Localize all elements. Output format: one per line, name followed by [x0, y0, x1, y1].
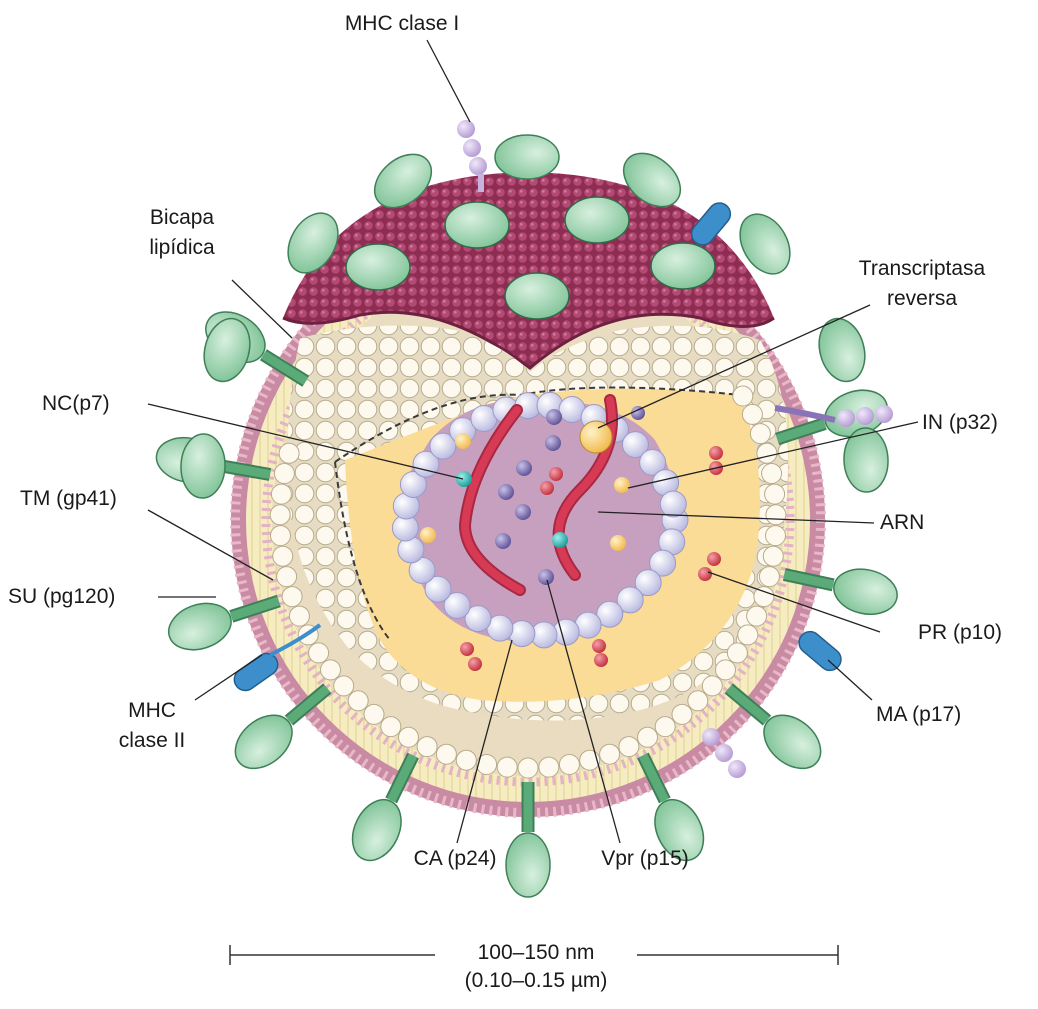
label-mhc-class-ii-line1: MHC: [102, 698, 202, 724]
matrix-bead: [417, 737, 437, 757]
matrix-bead: [518, 758, 538, 778]
matrix-bead: [766, 526, 786, 546]
su-knob: [812, 313, 871, 386]
label-vpr: Vpr (p15): [570, 846, 720, 872]
matrix-bead: [277, 567, 297, 587]
matrix-bead: [273, 546, 293, 566]
label-reverse-transcriptase-line2: reversa: [832, 286, 1012, 312]
matrix-bead: [638, 727, 658, 747]
capsid-bead: [660, 491, 686, 517]
matrix-bead: [600, 744, 620, 764]
label-reverse-transcriptase-line1: Transcriptasa: [832, 256, 1012, 282]
matrix-bead: [279, 443, 299, 463]
matrix-bead: [289, 606, 309, 626]
matrix-bead: [702, 676, 722, 696]
matrix-bead: [716, 660, 736, 680]
matrix-bead: [742, 404, 762, 424]
matrix-bead: [738, 625, 758, 645]
matrix-bead: [399, 727, 419, 747]
matrix-bead: [733, 386, 753, 406]
matrix-bead: [759, 567, 779, 587]
matrix-bead: [271, 484, 291, 504]
matrix-bead: [763, 546, 783, 566]
su-knob: [495, 135, 559, 179]
matrix-bead: [727, 643, 747, 663]
label-pr: PR (p10): [918, 620, 1002, 646]
label-in: IN (p32): [922, 410, 998, 436]
matrix-bead: [655, 717, 675, 737]
matrix-bead: [688, 691, 708, 711]
label-ma: MA (p17): [876, 702, 961, 728]
matrix-bead: [309, 643, 329, 663]
label-mhc-class-i: MHC clase I: [312, 11, 492, 37]
matrix-bead: [381, 717, 401, 737]
matrix-bead: [271, 526, 291, 546]
matrix-bead: [559, 755, 579, 775]
label-tm: TM (gp41): [20, 486, 117, 512]
matrix-bead: [497, 757, 517, 777]
matrix-bead: [765, 484, 785, 504]
matrix-bead: [750, 424, 770, 444]
matrix-bead: [348, 691, 368, 711]
su-knob: [163, 596, 237, 658]
label-lipid-bilayer-line2: lipídica: [126, 235, 238, 261]
su-knob-on-envelope: [445, 202, 509, 248]
matrix-bead: [762, 464, 782, 484]
matrix-bead: [619, 737, 639, 757]
scale-label-nm: 100–150 nm: [434, 940, 638, 966]
su-knob-on-envelope: [505, 273, 569, 319]
label-mhc-class-ii-line2: clase II: [102, 728, 202, 754]
scale-label-um: (0.10–0.15 µm): [434, 968, 638, 994]
matrix-bead: [757, 443, 777, 463]
label-arn: ARN: [880, 510, 924, 536]
matrix-bead: [282, 587, 302, 607]
su-knob: [830, 564, 902, 620]
matrix-bead: [334, 676, 354, 696]
matrix-bead: [364, 704, 384, 724]
su-knob-on-envelope: [651, 243, 715, 289]
label-nc: NC(p7): [42, 391, 110, 417]
matrix-bead: [321, 660, 341, 680]
label-su: SU (pg120): [8, 584, 115, 610]
matrix-bead: [274, 464, 294, 484]
su-knob-on-envelope: [346, 244, 410, 290]
matrix-bead: [672, 704, 692, 724]
matrix-bead: [270, 505, 290, 525]
matrix-bead: [436, 744, 456, 764]
label-ca: CA (p24): [380, 846, 530, 872]
matrix-bead: [747, 606, 767, 626]
matrix-bead: [539, 757, 559, 777]
matrix-bead: [766, 505, 786, 525]
su-knob-on-envelope: [565, 197, 629, 243]
matrix-bead: [456, 750, 476, 770]
label-lipid-bilayer-line1: Bicapa: [126, 205, 238, 231]
